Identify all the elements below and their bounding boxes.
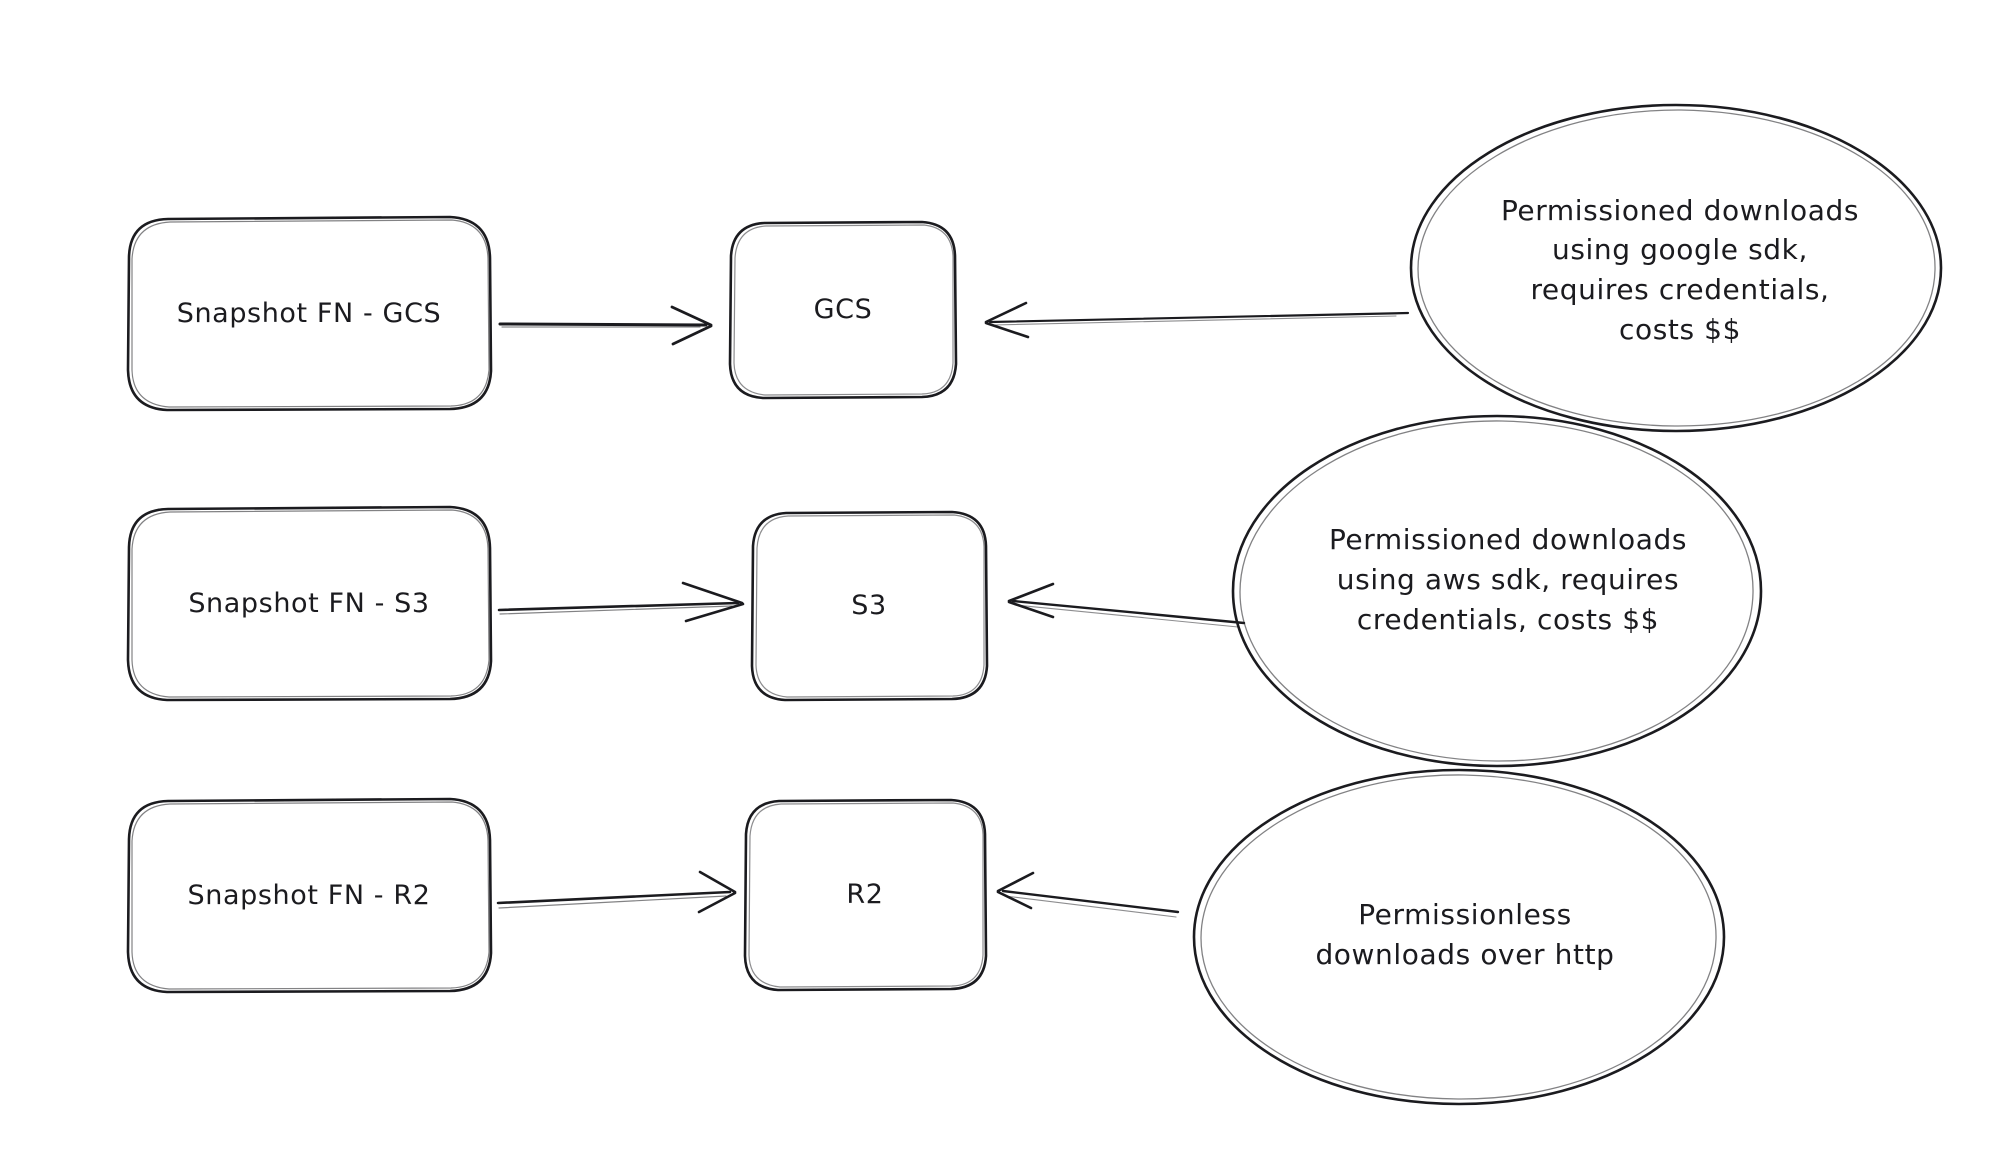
edge-note-r2-to-r2: [996, 871, 1180, 918]
note-shape-s3[interactable]: [1231, 414, 1763, 768]
edge-snapshot-fn-s3-to-s3: [497, 581, 745, 623]
edge-note-s3-to-s3: [1007, 582, 1246, 628]
note-shape-gcs[interactable]: [1409, 103, 1943, 433]
node-shape-snapshot-fn-s3[interactable]: [126, 505, 493, 702]
node-shape-gcs[interactable]: [728, 220, 958, 400]
node-shape-r2[interactable]: [743, 798, 988, 992]
node-shape-s3[interactable]: [750, 510, 989, 702]
node-shape-snapshot-fn-r2[interactable]: [126, 797, 493, 994]
node-shape-snapshot-fn-gcs[interactable]: [126, 215, 493, 412]
edge-note-gcs-to-gcs: [984, 301, 1410, 339]
edge-snapshot-fn-r2-to-r2: [496, 870, 737, 914]
edge-snapshot-fn-gcs-to-gcs: [498, 305, 713, 346]
note-shape-r2[interactable]: [1192, 768, 1726, 1106]
